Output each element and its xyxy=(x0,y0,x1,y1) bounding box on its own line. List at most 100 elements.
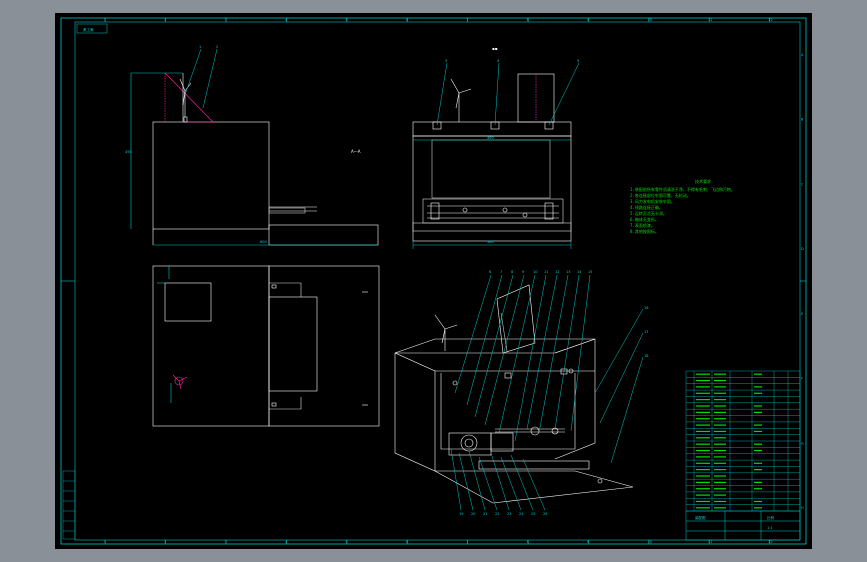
frame-tick-label: 6 xyxy=(406,540,408,544)
frame-tick-label: 5 xyxy=(345,18,347,22)
callout-label: 18 xyxy=(644,354,648,358)
callout-label: 21 xyxy=(483,512,487,516)
bom-cell-text xyxy=(714,386,726,388)
note-line: 8.其他按国标。 xyxy=(630,228,659,234)
frame-tick-label: 4 xyxy=(285,540,288,544)
title-block xyxy=(685,510,801,541)
note-line: 1.装配前所有零件须清洗干净，不得有毛刺、飞边和污物。 xyxy=(630,186,735,192)
bom-cell-text xyxy=(714,488,726,490)
bom-cell-text xyxy=(714,443,726,445)
leader-line xyxy=(526,274,558,430)
leader-line xyxy=(484,274,525,426)
callout-1: 1 xyxy=(199,45,201,49)
bom-cell-text xyxy=(754,462,762,464)
leader-line xyxy=(466,274,503,406)
bom-cell-text xyxy=(696,456,710,458)
callout-label: 20 xyxy=(471,512,475,516)
frame-tick-label: 8 xyxy=(527,18,529,22)
bom-cell-text xyxy=(696,507,710,509)
frame-tick-label: 7 xyxy=(466,540,468,544)
leader-line xyxy=(599,332,644,424)
callout-3: 3 xyxy=(445,59,447,63)
bom-cell-text xyxy=(754,500,762,503)
dim-front-inner: 460 xyxy=(487,136,494,140)
frame-tick-label: 10 xyxy=(647,540,651,544)
bom-cell-text xyxy=(696,443,710,445)
dim-side-width: 600 xyxy=(260,240,267,244)
bom-cell-text xyxy=(696,475,710,477)
callout-label: 13 xyxy=(566,270,570,274)
note-line: 5.运转灵活无卡滞。 xyxy=(630,210,667,216)
frame-side-label: D xyxy=(801,247,804,251)
bom-cell-text xyxy=(714,392,726,394)
bom-cell-text xyxy=(696,449,710,452)
bom-cell-text xyxy=(754,507,762,509)
bom-cell-text xyxy=(714,507,726,509)
leader-line xyxy=(594,308,644,394)
frame-side-label: G xyxy=(801,441,804,445)
callout-label: 10 xyxy=(533,270,537,274)
frame-side-label: B xyxy=(801,118,804,122)
dim-front-width: 500 xyxy=(487,240,494,244)
bom-cell-text xyxy=(714,469,726,471)
top-center-mark: ▪▪ xyxy=(492,46,498,51)
leader-line xyxy=(450,448,462,511)
bom-cell-text xyxy=(696,430,710,433)
bom-cell-text xyxy=(714,475,726,477)
bom-cell-text xyxy=(714,437,726,439)
callout-label: 7 xyxy=(500,270,502,274)
frame-tick-label: 11 xyxy=(708,540,712,544)
leader-line xyxy=(474,274,514,418)
callout-label: 25 xyxy=(531,512,535,516)
bom-cell-text xyxy=(696,405,710,407)
callout-label: 14 xyxy=(577,270,582,274)
bom-cell-text xyxy=(714,462,726,464)
leader-line xyxy=(554,274,580,430)
bom-cell-text xyxy=(754,481,762,483)
callout-label: 6 xyxy=(489,270,491,274)
callout-2: 2 xyxy=(216,45,218,49)
title-block-scale-label: 比例 xyxy=(767,515,775,520)
leader-line xyxy=(468,450,486,511)
callout-label: 26 xyxy=(543,512,547,516)
callout-label: 23 xyxy=(507,512,511,516)
callout-label: 19 xyxy=(459,512,463,516)
note-line: 3.风力发电机安装牢固。 xyxy=(630,198,675,204)
leader-line xyxy=(510,454,534,511)
notes-lines: 1.装配前所有零件须清洗干净，不得有毛刺、飞边和污物。 2.各连接部位牢固可靠，… xyxy=(630,186,735,234)
callouts-side xyxy=(184,48,218,109)
leader-line xyxy=(500,456,522,511)
bom-cell-text xyxy=(754,488,762,490)
callout-label: 17 xyxy=(644,330,648,334)
bom-cell-text xyxy=(696,399,710,401)
bom-cell-text xyxy=(714,405,726,407)
bom-cell-text xyxy=(714,399,726,401)
leader-line xyxy=(514,274,547,442)
leader-line xyxy=(478,456,498,511)
revision-stamp xyxy=(62,470,76,540)
frame-tick-label: 1 xyxy=(104,540,106,544)
title-block-name: 装配图 xyxy=(695,515,706,520)
bom-cell-text xyxy=(696,424,710,426)
frame-tick-label: 9 xyxy=(587,18,589,22)
bom-cell-text xyxy=(714,424,726,426)
frame-tick-label: 4 xyxy=(285,18,288,22)
callouts-front xyxy=(436,62,580,126)
isometric-leader-lines xyxy=(450,274,644,511)
callout-label: 24 xyxy=(519,512,524,516)
bom-cell-text xyxy=(754,386,762,388)
bom-cell-text xyxy=(754,430,762,433)
bom-cell-text xyxy=(754,373,762,375)
frame-tick-label: 11 xyxy=(708,18,712,22)
callout-label: 11 xyxy=(544,270,548,274)
frame-tick-label: 7 xyxy=(466,18,468,22)
front-section-view xyxy=(412,73,572,242)
bom-cell-text xyxy=(696,373,710,375)
bom-cell-text xyxy=(714,373,726,375)
bom-cell-text xyxy=(714,411,726,413)
